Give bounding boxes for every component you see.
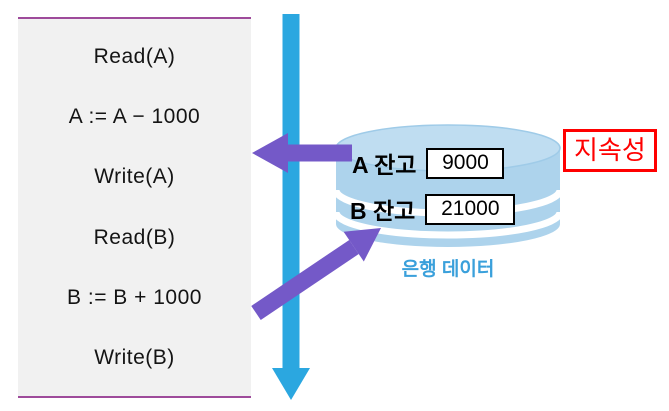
db-row-a-label: A 잔고 [352, 152, 417, 178]
transaction-panel: Read(A) A := A − 1000 Write(A) Read(B) B… [18, 17, 251, 398]
txn-step-write-a: Write(A) [94, 165, 175, 189]
txn-step-read-a: Read(A) [93, 45, 176, 69]
db-row-b-value: 21000 [425, 193, 516, 225]
db-caption: 은행 데이터 [401, 259, 495, 280]
txn-step-add-b: B := B + 1000 [67, 285, 202, 309]
timeline-arrow [272, 14, 310, 400]
txn-step-read-b: Read(B) [93, 225, 176, 249]
db-row-b: B 잔고 21000 [350, 192, 516, 226]
db-row-a-value: 9000 [426, 147, 505, 179]
txn-step-sub-a: A := A − 1000 [68, 105, 201, 129]
read-arrow [252, 133, 352, 173]
database-cylinder-icon [333, 124, 563, 247]
db-row-b-label: B 잔고 [350, 198, 416, 224]
db-row-a: A 잔고 9000 [352, 146, 505, 180]
txn-step-write-b: Write(B) [94, 345, 175, 369]
durability-label: 지속성 [563, 129, 657, 172]
